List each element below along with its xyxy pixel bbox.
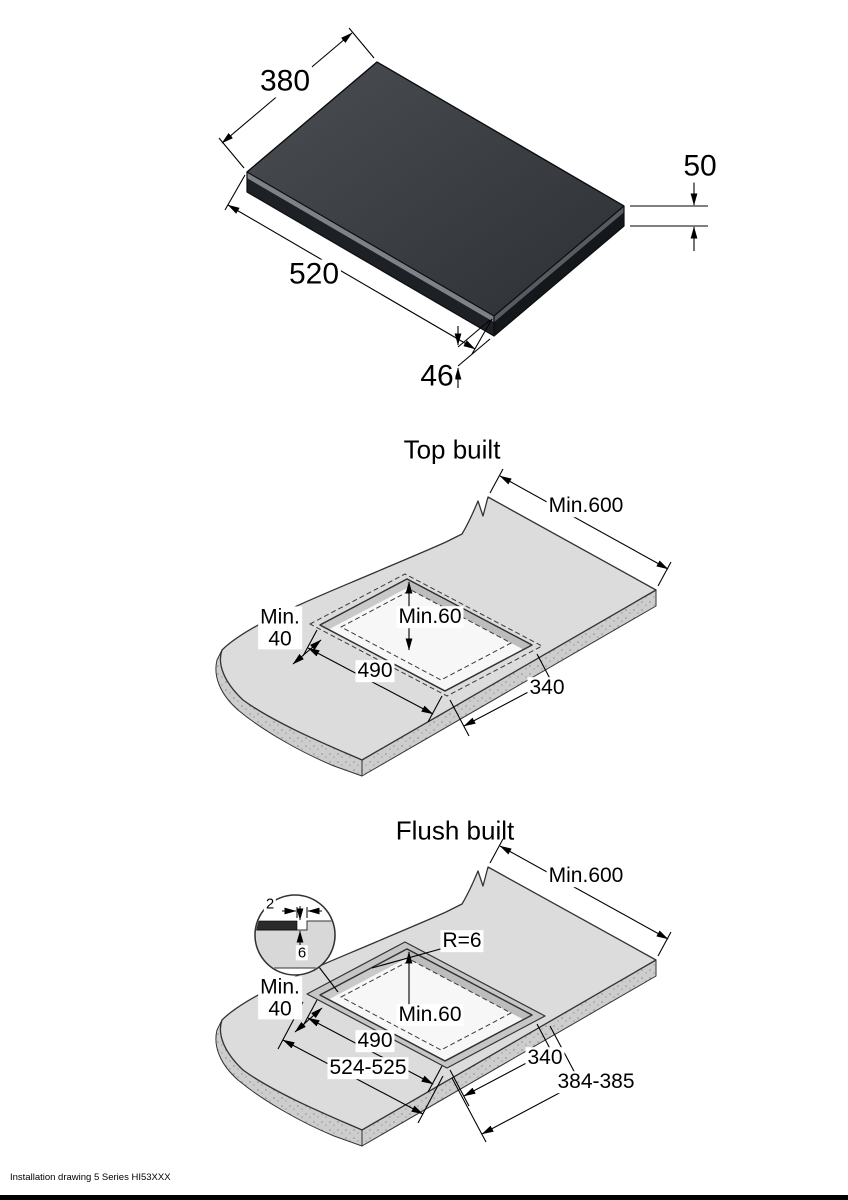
dim-body-height-46 <box>454 319 491 388</box>
cooktop-outline <box>246 61 625 337</box>
detail-worktop-section <box>256 920 334 969</box>
cutout-inner-walls <box>320 579 532 654</box>
flush-hob-hidden-outline <box>340 959 512 1051</box>
detail-leader-line <box>318 966 339 993</box>
dim-total-height-50 <box>630 181 708 251</box>
fb-dim-min600 <box>489 838 672 957</box>
fb-corner-radius-label: R=6 <box>440 929 484 953</box>
flush-built-title: Flush built <box>395 815 515 846</box>
tb-cutout-length-label: 490 <box>355 659 395 683</box>
dimension-depth-label: 520 <box>286 257 342 291</box>
footer-text: Installation drawing 5 Series HI53XXX <box>10 1172 171 1183</box>
fb-dim-min40 <box>294 1007 323 1033</box>
fb-corner-radius-leader <box>371 947 445 969</box>
top-built-title: Top built <box>403 434 501 465</box>
fb-cutout-length-label: 490 <box>355 1029 395 1053</box>
dimension-body-height-label: 46 <box>418 359 456 393</box>
flush-cutout-inner-walls <box>320 949 532 1024</box>
detail-hob-glass-edge <box>256 920 298 931</box>
fb-min-clearance-label: Min.60 <box>396 1003 464 1027</box>
fb-cutout-width-label: 340 <box>525 1046 565 1070</box>
fb-detail-gap-label: 2 <box>263 895 277 913</box>
fb-recess-length-label: 524-525 <box>327 1056 409 1080</box>
tb-min-worktop-label: Min.600 <box>546 494 626 518</box>
fb-min-worktop-label: Min.600 <box>546 864 626 888</box>
tb-min-clearance-label: Min.60 <box>396 605 464 629</box>
dimension-total-height-label: 50 <box>681 149 719 183</box>
tb-dim-min40 <box>292 639 322 665</box>
fb-detail-depth-label: 6 <box>295 944 309 962</box>
flush-edge-detail-bubble <box>254 894 339 993</box>
tb-dim-min600 <box>489 468 672 587</box>
hob-body-hidden-outline <box>340 589 512 681</box>
fb-recess-width-label: 384-385 <box>555 1070 637 1094</box>
tb-min-rear-label: Min. 40 <box>258 605 302 650</box>
cooktop-isometric-view <box>246 61 625 337</box>
cooktop-right-side-face <box>494 212 624 336</box>
tb-cutout-width-label: 340 <box>527 676 567 700</box>
fb-min-rear-label: Min. 40 <box>258 975 302 1020</box>
dimension-width-label: 380 <box>257 64 313 98</box>
cooktop-right-edge-highlight <box>494 206 624 322</box>
dim-depth-520 <box>224 174 493 355</box>
page-bottom-edge <box>0 1195 848 1200</box>
